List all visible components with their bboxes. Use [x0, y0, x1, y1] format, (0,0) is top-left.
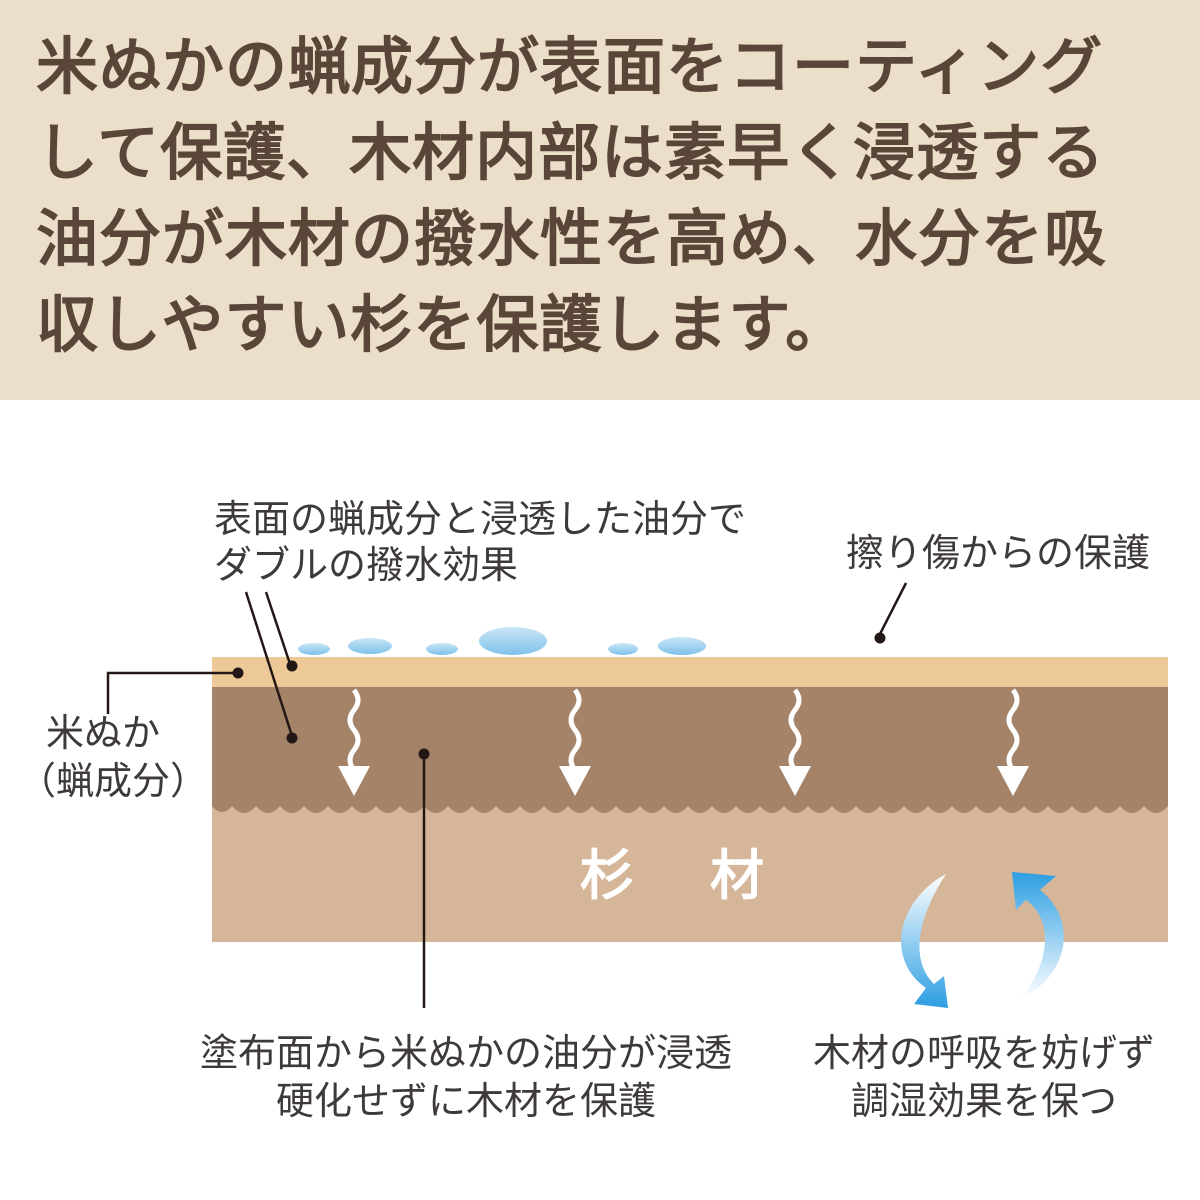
rice-bran-coating-layer — [212, 657, 1168, 687]
label-double-repel-line-2: ダブルの撥水効果 — [214, 543, 519, 587]
oil-penetration-arrow — [779, 688, 811, 796]
label-breath-line-1: 木材の呼吸を妨げず — [812, 1031, 1156, 1075]
leader-dot — [286, 660, 298, 672]
oil-penetration-arrow — [338, 688, 370, 796]
oil-penetration-arrow — [559, 688, 591, 796]
moisture-cycle-arrow-up — [1012, 872, 1064, 1000]
header-banner: 米ぬかの蝋成分が表面をコーティング して保護、木材内部は素早く浸透する 油分が木… — [0, 0, 1200, 400]
water-drop — [298, 643, 330, 655]
header-line-3: 油分が木材の撥水性を高め、水分を吸 — [36, 202, 1108, 275]
label-breath-line-2: 調湿効果を保つ — [850, 1079, 1118, 1123]
moisture-cycle-arrow-down — [901, 874, 948, 1008]
oil-penetration-arrow — [997, 688, 1029, 796]
header-line-4: 収しやすい杉を保護します。 — [36, 288, 849, 361]
water-drop — [348, 638, 392, 654]
leader-scratch — [878, 582, 908, 635]
header-line-2: して保護、木材内部は素早く浸透する — [36, 116, 1106, 189]
leader-dot — [874, 632, 886, 644]
label-penetrate-line-2: 硬化せずに木材を保護 — [275, 1079, 657, 1123]
label-scratch-protection: 擦り傷からの保護 — [846, 531, 1151, 575]
leader-double-repel-1 — [244, 591, 294, 737]
water-drop — [479, 627, 547, 655]
water-drop — [426, 643, 458, 655]
label-double-repel-line-1: 表面の蝋成分と浸透した油分で — [214, 497, 747, 541]
wood-label-char-1: 杉 — [580, 844, 634, 907]
leader-double-repel-2 — [264, 591, 292, 665]
header-line-1: 米ぬかの蝋成分が表面をコーティング — [36, 30, 1104, 103]
wood-label-char-2: 材 — [710, 844, 764, 907]
leader-rice-bran — [106, 671, 238, 714]
leader-dot — [418, 748, 430, 760]
label-rice-bran: 米ぬか — [46, 711, 161, 755]
wood-base-layer — [212, 800, 1168, 942]
leader-dot — [232, 667, 244, 679]
leader-dot — [286, 732, 298, 744]
water-drop — [608, 643, 638, 655]
label-penetrate-line-1: 塗布面から米ぬかの油分が浸透 — [199, 1031, 733, 1075]
water-drop — [658, 637, 706, 655]
oil-penetration-layer — [212, 686, 1168, 813]
label-rice-bran-wax: （蝋成分） — [18, 759, 209, 803]
